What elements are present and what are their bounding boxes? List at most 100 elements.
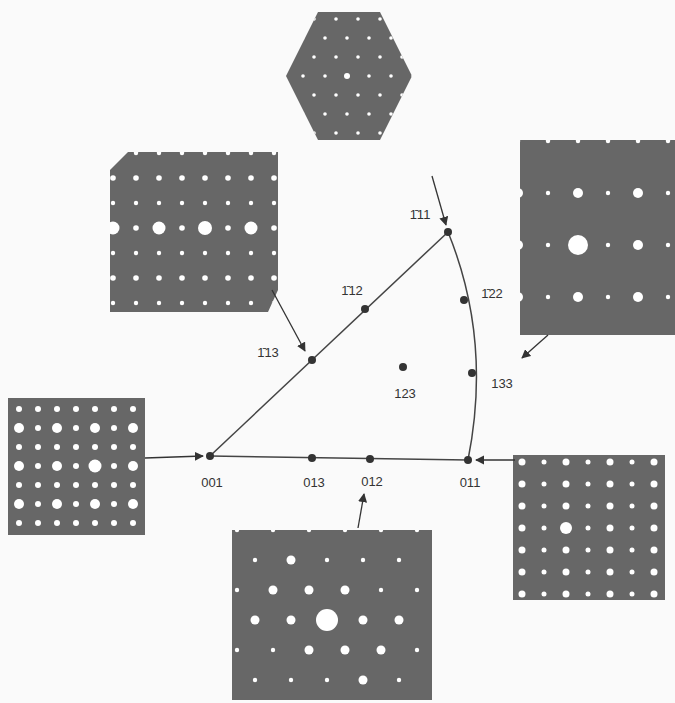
diffraction-spot [156, 275, 162, 281]
diffraction-spot [444, 131, 448, 135]
diffraction-spot [290, 169, 294, 173]
diffraction-spot [153, 222, 166, 235]
diffraction-spot [341, 101, 345, 105]
diffraction-spot [279, 74, 283, 78]
diffraction-spot [411, 74, 415, 78]
diffraction-spot [607, 569, 614, 576]
diffraction-spot [110, 125, 116, 131]
diffraction-spot [73, 425, 79, 431]
diffraction-spot [107, 222, 120, 235]
diffraction-spot [433, 74, 437, 78]
diffraction-spot [499, 150, 503, 154]
diffraction-spot [157, 351, 161, 355]
spot-group [232, 530, 432, 700]
diffraction-spot [248, 375, 254, 381]
diffraction-spot [110, 375, 116, 381]
diffraction-spot [202, 125, 208, 131]
diffraction-spot [305, 646, 314, 655]
diffraction-spot [248, 325, 254, 331]
diffraction-spot [318, 151, 322, 155]
diffraction-spot [455, 150, 459, 154]
diffraction-spot [359, 616, 368, 625]
diffraction-spot [111, 151, 115, 155]
diffraction-spot [519, 459, 526, 466]
pointer-arrow [522, 335, 548, 358]
diffraction-spot [268, 131, 272, 135]
diffraction-spot [318, 251, 322, 255]
diffraction-spot [64, 75, 70, 81]
diffraction-spot [213, 36, 217, 40]
diffraction-spot [111, 425, 117, 431]
diffraction-spot [400, 169, 404, 173]
diffraction-spot [466, 131, 470, 135]
diffraction-spot [563, 481, 570, 488]
diffraction-spot [213, 0, 217, 2]
diffraction-spot [519, 547, 526, 554]
diffraction-patterns [8, 12, 675, 700]
diffraction-spot [180, 351, 184, 355]
diffraction-spot [444, 93, 448, 97]
diffraction-spot [248, 175, 254, 181]
diffraction-spot [133, 275, 139, 281]
diffraction-spot [334, 93, 338, 97]
pole-index: 1̄12 [340, 284, 364, 297]
diffraction-spot [272, 201, 276, 205]
diffraction-spot [65, 351, 69, 355]
diffraction-spot [510, 169, 514, 173]
pointer-arrows [145, 176, 548, 528]
diffraction-spot [318, 201, 322, 205]
diffraction-spot [111, 444, 117, 450]
diffraction-spot [89, 460, 102, 473]
diffraction-spot [54, 520, 60, 526]
diffraction-spot [340, 375, 346, 381]
pointer-arrow [145, 456, 203, 458]
diffraction-spot [317, 175, 323, 181]
diffraction-spot [630, 526, 635, 531]
diffraction-spot [334, 55, 338, 59]
diffraction-spot [367, 36, 371, 40]
diffraction-spot [268, 17, 272, 21]
diffraction-spot [389, 36, 393, 40]
diffraction-spot [203, 201, 207, 205]
diffraction-spot [202, 17, 206, 21]
diffraction-spot [225, 75, 231, 81]
diffraction-spot [295, 151, 299, 155]
diffraction-spot [334, 131, 338, 135]
pattern-011 [513, 455, 665, 600]
diffraction-spot [356, 131, 360, 135]
diffraction-spot [378, 131, 382, 135]
diffraction-spot [630, 570, 635, 575]
pattern-012 [232, 530, 432, 700]
diffraction-spot [245, 222, 258, 235]
diffraction-spot [73, 406, 79, 412]
diffraction-spot [290, 17, 294, 21]
diffraction-spot [316, 609, 338, 631]
diffraction-spot [356, 169, 360, 173]
diffraction-spot [249, 301, 253, 305]
diffraction-spot [224, 55, 228, 59]
diffraction-spot [64, 325, 70, 331]
diffraction-spot [586, 570, 591, 575]
diffraction-spot [301, 74, 305, 78]
diffraction-spot [87, 275, 93, 281]
diffraction-spot [271, 175, 277, 181]
pole-dot [206, 452, 214, 460]
diffraction-spot [607, 525, 614, 532]
pole-index: 133 [490, 377, 514, 390]
diffraction-spot [444, 55, 448, 59]
diffraction-spot [397, 558, 401, 562]
diffraction-spot [111, 351, 115, 355]
diffraction-spot [157, 101, 161, 105]
diffraction-spot [317, 325, 323, 331]
diffraction-spot [90, 423, 100, 433]
diffraction-spot [323, 36, 327, 40]
diffraction-spot [397, 678, 401, 682]
diffraction-spot [279, 112, 283, 116]
diffraction-spot [180, 151, 184, 155]
diffraction-spot [14, 499, 24, 509]
diffraction-spot [356, 55, 360, 59]
diffraction-spot [271, 375, 277, 381]
diffraction-spot [179, 75, 185, 81]
diffraction-spot [235, 588, 239, 592]
diffraction-spot [52, 499, 62, 509]
